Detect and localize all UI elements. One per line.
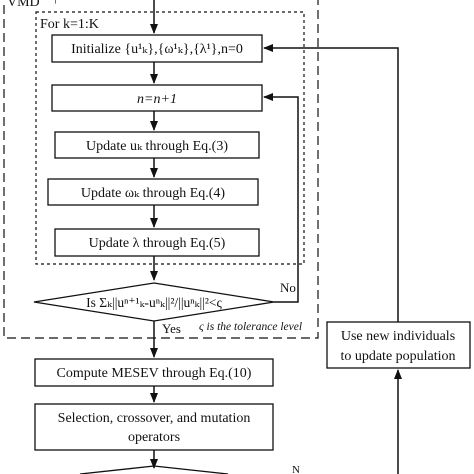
for-loop-frame: For k=1:K xyxy=(35,11,305,265)
update-omega-label: Update ωₖ through Eq.(4) xyxy=(81,186,226,201)
yes-label: Yes xyxy=(162,321,181,336)
no-loop-arrow xyxy=(263,93,299,303)
update-lambda-label: Update λ through Eq.(5) xyxy=(89,236,226,251)
no-label: No xyxy=(280,280,296,295)
compute-mesev-box: Compute MESEV through Eq.(10) xyxy=(34,358,274,387)
update-u-label: Update uₖ through Eq.(3) xyxy=(86,139,228,154)
increment-box: n=n+1 xyxy=(51,84,263,112)
update-population-line1: Use new individuals xyxy=(341,329,455,344)
tolerance-note: ς is the tolerance level xyxy=(199,321,302,333)
update-omega-box: Update ωₖ through Eq.(4) xyxy=(47,178,259,206)
update-population-box: Use new individuals to update population xyxy=(326,321,471,369)
bottom-decision-partial xyxy=(79,465,229,474)
increment-label: n=n+1 xyxy=(137,92,177,107)
update-lambda-box: Update λ through Eq.(5) xyxy=(54,228,260,257)
selection-label-line1: Selection, crossover, and mutation xyxy=(58,411,251,426)
convergence-decision: Is Σₖ||uⁿ⁺¹ₖ-uⁿₖ||²/||uⁿₖ||²<ς xyxy=(33,282,275,322)
vmd-frame-label: VMD xyxy=(7,0,40,10)
condition-label: Is Σₖ||uⁿ⁺¹ₖ-uⁿₖ||²/||uⁿₖ||²<ς xyxy=(86,295,222,310)
bottom-no-fragment: N xyxy=(292,464,300,474)
update-u-box: Update uₖ through Eq.(3) xyxy=(54,131,260,159)
initialize-label: Initialize {u¹ₖ},{ω¹ₖ},{λ¹},n=0 xyxy=(71,42,243,57)
initialize-box: Initialize {u¹ₖ},{ω¹ₖ},{λ¹},n=0 xyxy=(51,34,263,63)
selection-box: Selection, crossover, and mutation opera… xyxy=(34,403,274,451)
update-population-line2: to update population xyxy=(340,349,455,364)
arrow-update-population-to-initialize xyxy=(263,44,399,322)
for-loop-label: For k=1:K xyxy=(40,17,99,32)
compute-mesev-label: Compute MESEV through Eq.(10) xyxy=(57,366,252,381)
selection-label-line2: operators xyxy=(128,430,180,445)
vmd-frame: VMD xyxy=(3,0,319,339)
